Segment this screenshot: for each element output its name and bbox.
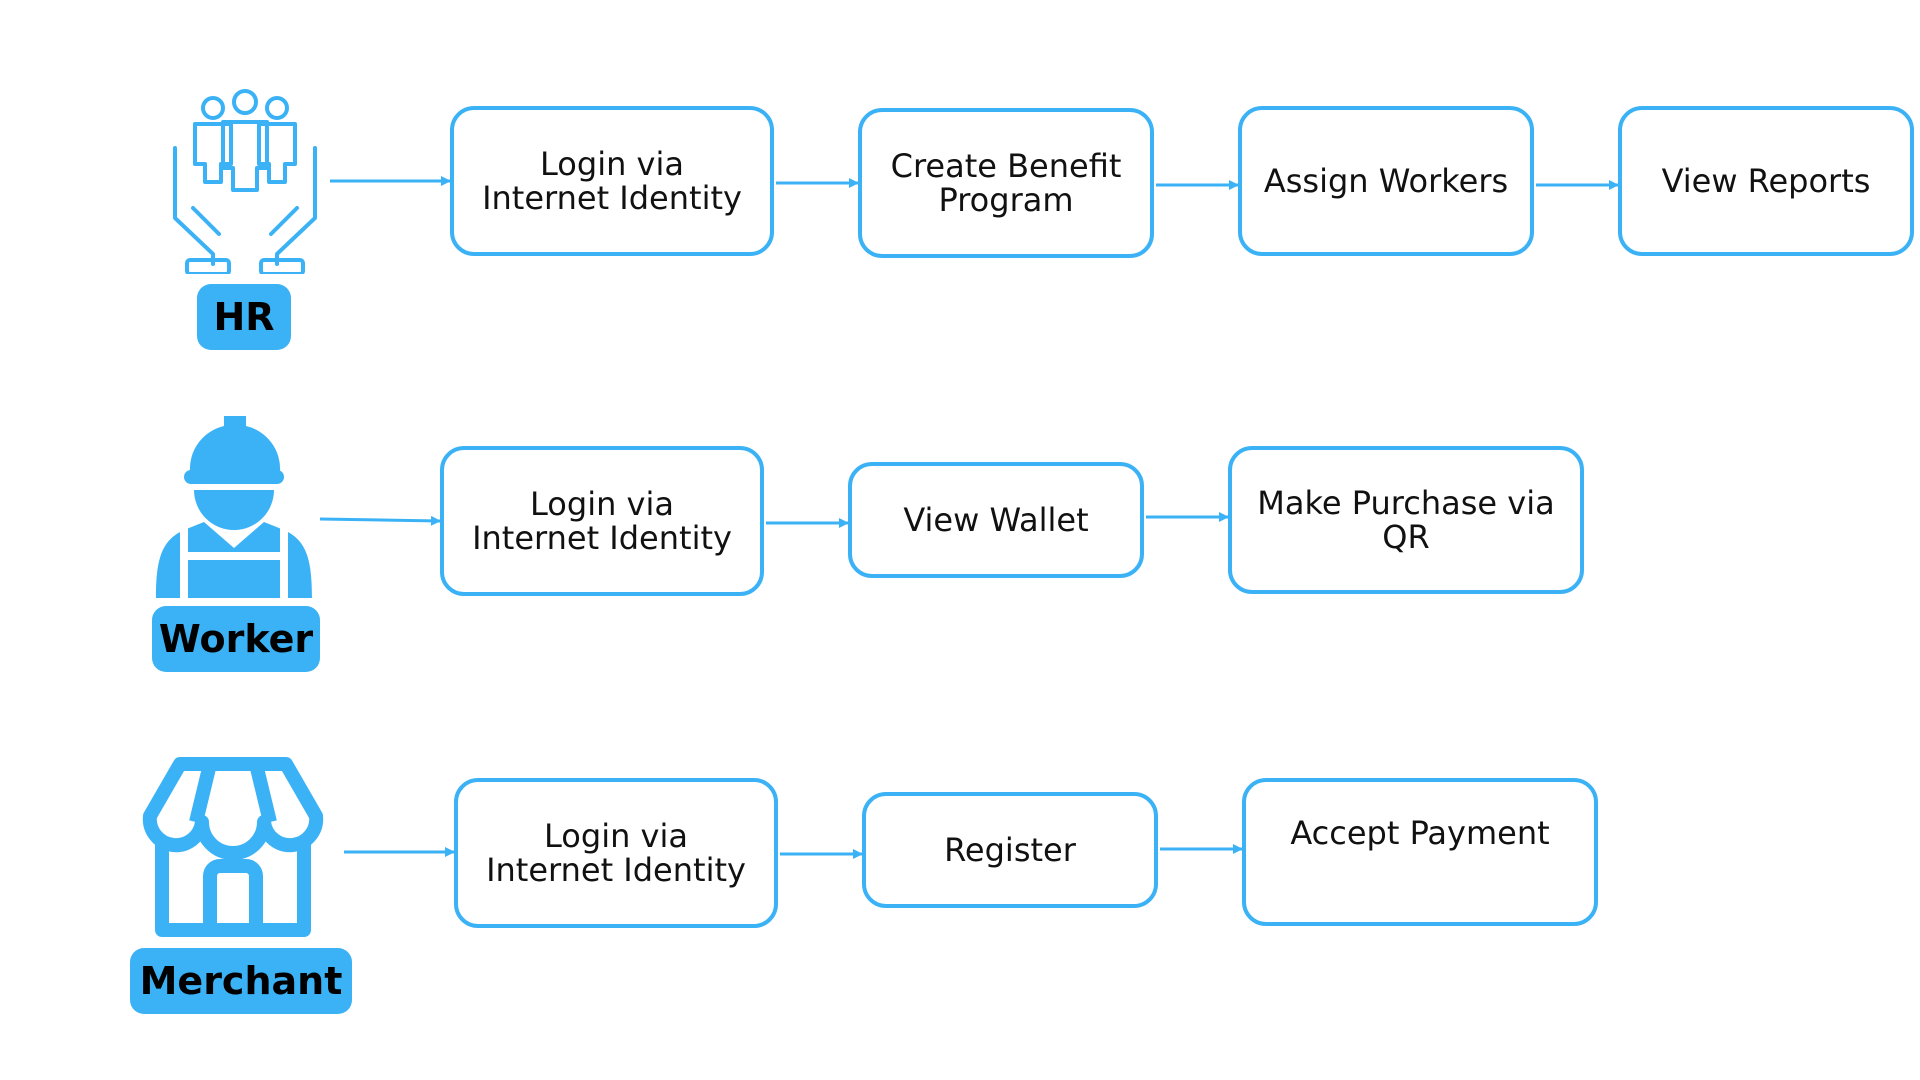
- hr-hands-people-icon: [173, 89, 317, 274]
- worker-step-make-purchase-qr[interactable]: Make Purchase via QR: [1228, 446, 1584, 594]
- role-badge-worker: Worker: [152, 606, 320, 672]
- hr-step-assign-workers[interactable]: Assign Workers: [1238, 106, 1534, 256]
- worker-hardhat-icon: [156, 416, 312, 598]
- merchant-step-accept-payment[interactable]: Accept Payment: [1242, 778, 1598, 926]
- role-badge-hr: HR: [197, 284, 291, 350]
- role-badge-merchant: Merchant: [130, 948, 352, 1014]
- merchant-store-icon: [142, 757, 324, 937]
- worker-step-login[interactable]: Login via Internet Identity: [440, 446, 764, 596]
- merchant-step-login[interactable]: Login via Internet Identity: [454, 778, 778, 928]
- hr-step-login[interactable]: Login via Internet Identity: [450, 106, 774, 256]
- hr-step-create-benefit-program[interactable]: Create Benefit Program: [858, 108, 1154, 258]
- hr-step-view-reports[interactable]: View Reports: [1618, 106, 1914, 256]
- worker-step-view-wallet[interactable]: View Wallet: [848, 462, 1144, 578]
- merchant-step-register[interactable]: Register: [862, 792, 1158, 908]
